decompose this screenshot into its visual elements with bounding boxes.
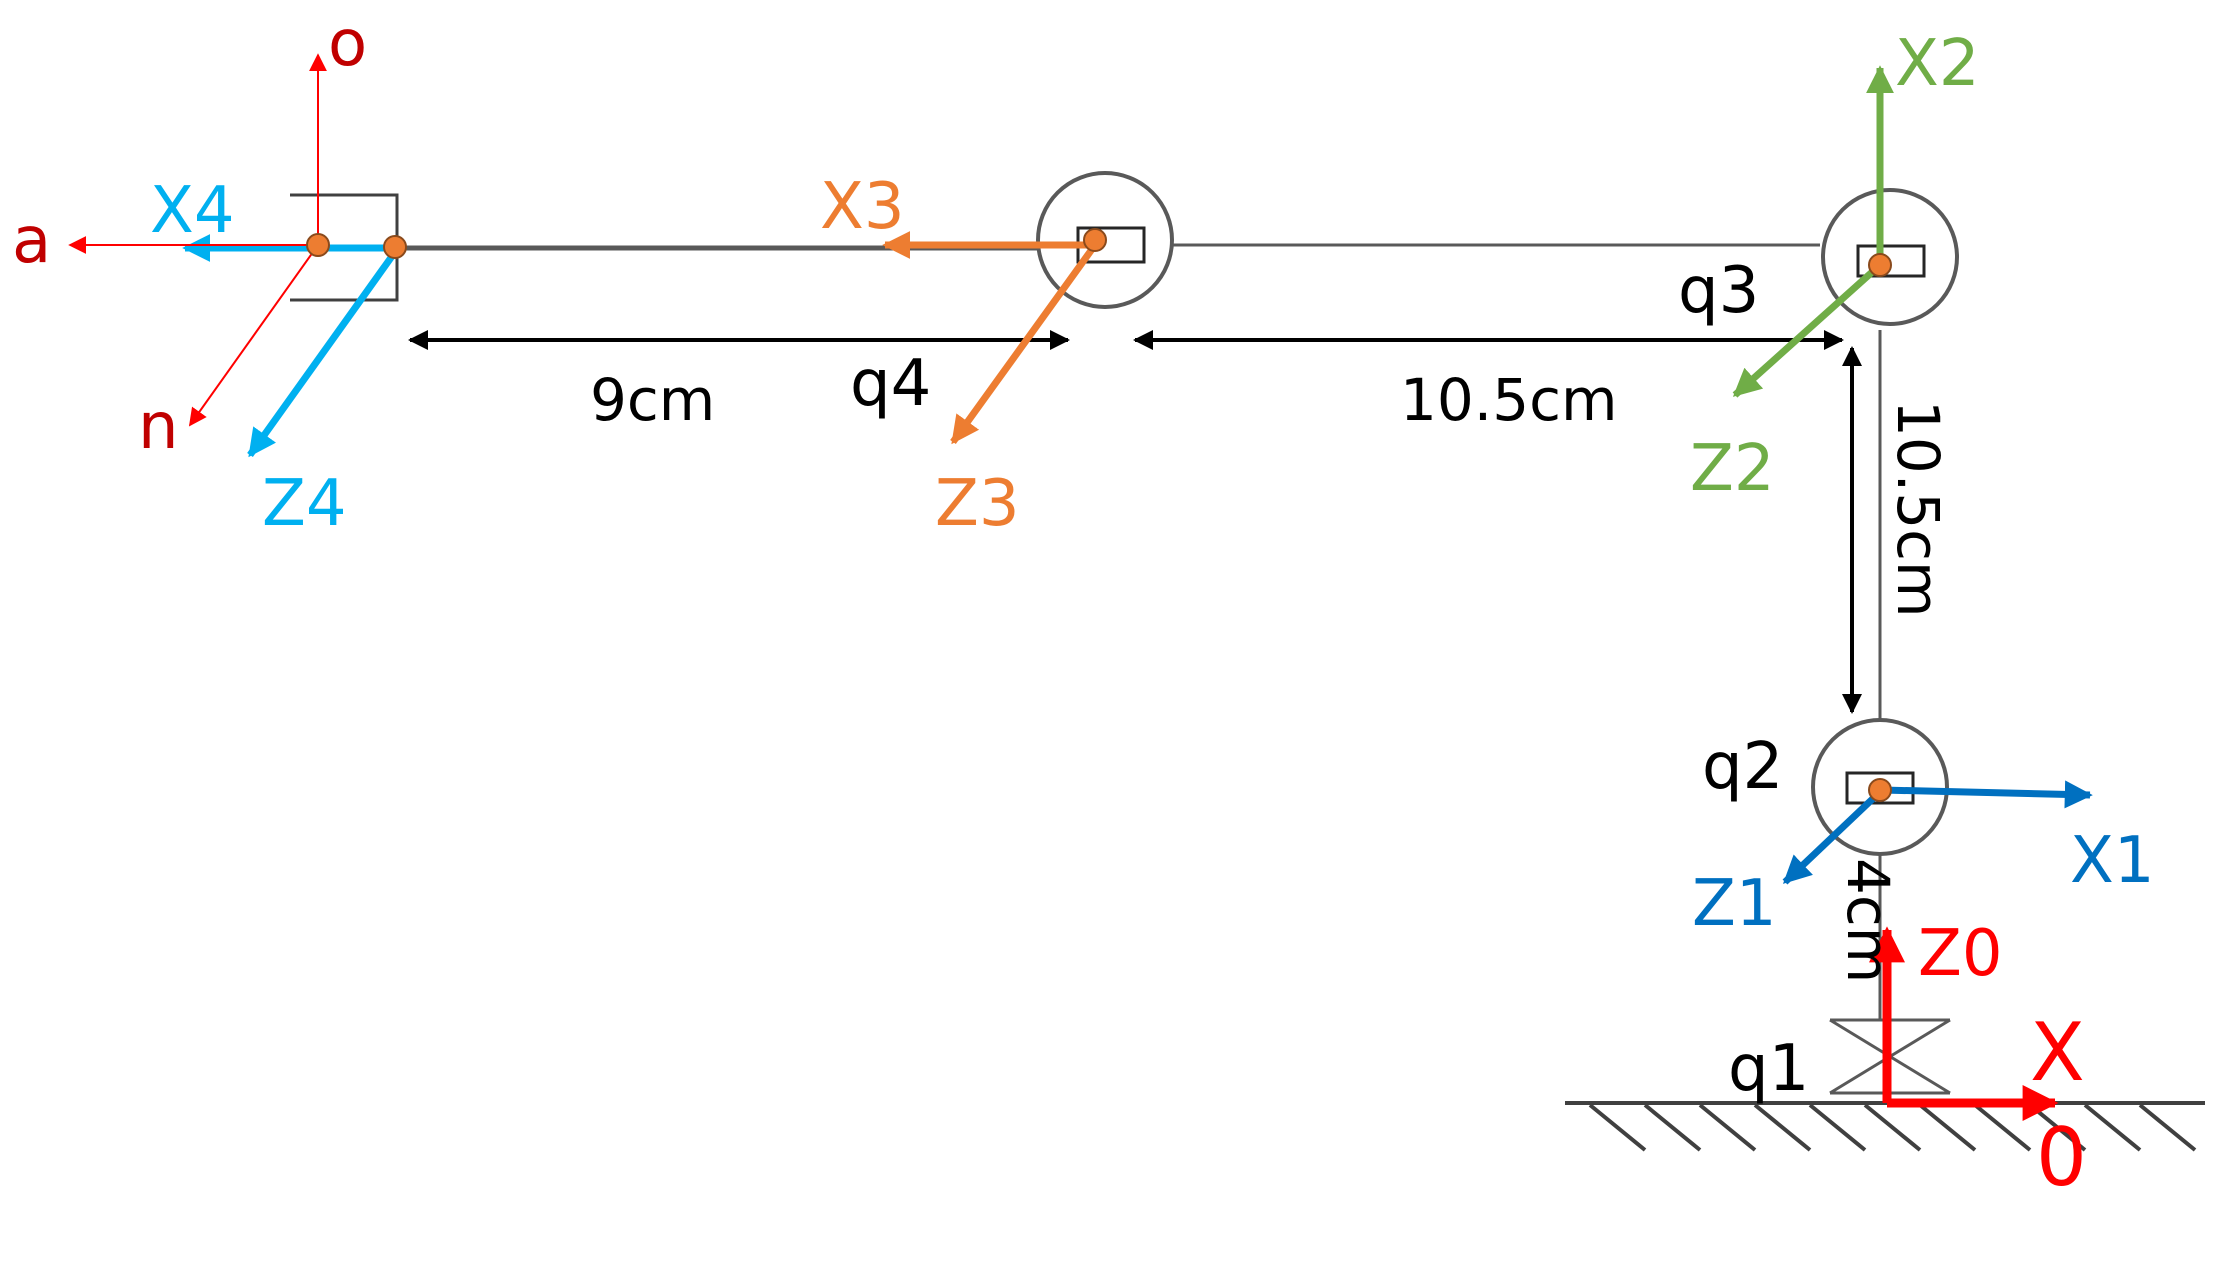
- origin-dot-frame3: [1083, 228, 1107, 252]
- frame-4: [182, 234, 398, 458]
- dimension-arrows: [408, 330, 1862, 714]
- axis-z3: [950, 242, 1098, 445]
- end-effector-frame: [68, 53, 327, 427]
- label-dim-l-base: 4cm: [1834, 858, 1902, 983]
- label-z4: Z4: [262, 467, 347, 541]
- label-z0: Z0: [1918, 917, 2003, 991]
- frame-1: [1782, 780, 2093, 885]
- origin-dot-end-effector: [306, 233, 330, 257]
- label-z1: Z1: [1692, 867, 1777, 941]
- label-x3: X3: [820, 170, 905, 244]
- label-x0: X: [2030, 1006, 2085, 1099]
- frame-2: [1732, 65, 1894, 398]
- links: [395, 243, 1882, 1020]
- label-q1: q1: [1728, 1032, 1809, 1106]
- label-dim-l-horizontal: 10.5cm: [1400, 366, 1618, 434]
- label-o: o: [328, 7, 367, 81]
- axis-n: [188, 244, 319, 427]
- label-q4: q4: [850, 347, 931, 421]
- joint-origin-dots: [306, 228, 1892, 802]
- label-x4: X4: [150, 174, 235, 248]
- label-frame0-index: 0: [2036, 1111, 2087, 1204]
- joint-q3-symbol: [1821, 188, 1959, 326]
- origin-dot-frame1: [1868, 778, 1892, 802]
- label-a: a: [12, 204, 51, 278]
- frame-0: [1869, 926, 2059, 1121]
- axis-x1: [1881, 780, 2093, 809]
- origin-dot-gripper: [383, 235, 407, 259]
- label-q2: q2: [1702, 730, 1783, 804]
- label-x1: X1: [2070, 824, 2155, 898]
- label-dim-l-vertical: 10.5cm: [1884, 400, 1952, 618]
- origin-dot-frame2: [1868, 253, 1892, 277]
- label-z2: Z2: [1690, 432, 1775, 506]
- label-dim-l-end: 9cm: [590, 366, 715, 434]
- axis-z1: [1782, 787, 1885, 885]
- frame-3: [882, 231, 1098, 445]
- label-n: n: [138, 390, 179, 464]
- ground-hatching: [1588, 1103, 2197, 1152]
- label-q3: q3: [1678, 254, 1759, 328]
- axis-z4: [247, 249, 398, 458]
- ground: [1565, 1101, 2205, 1152]
- label-z3: Z3: [935, 467, 1020, 541]
- axis-z2: [1732, 262, 1883, 398]
- label-x2: X2: [1895, 27, 1980, 101]
